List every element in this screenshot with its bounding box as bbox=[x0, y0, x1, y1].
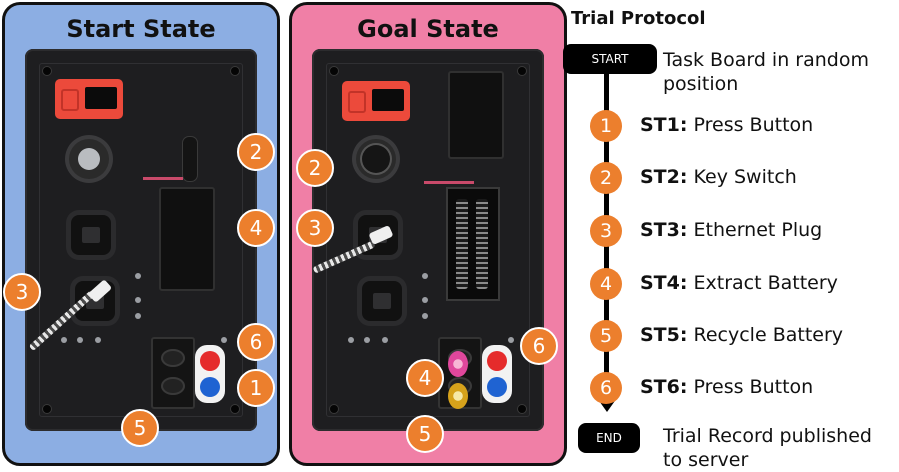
key-switch bbox=[69, 139, 109, 179]
marker-6: 6 bbox=[237, 323, 275, 361]
step-6-text: ST6: Press Button bbox=[640, 376, 814, 398]
blue-button bbox=[200, 377, 220, 397]
marker-4: 4 bbox=[237, 209, 275, 247]
step-2-text: ST2: Key Switch bbox=[640, 166, 797, 188]
end-pill: END bbox=[578, 423, 640, 453]
marker-1: 1 bbox=[237, 369, 275, 407]
step-2-number: 2 bbox=[590, 162, 622, 194]
step-5-number: 5 bbox=[590, 320, 622, 352]
display-module bbox=[342, 81, 410, 121]
marker-6: 6 bbox=[520, 327, 558, 365]
start-state-title: Start State bbox=[66, 15, 216, 43]
start-description: Task Board in random position bbox=[663, 49, 869, 95]
battery-holder-closed bbox=[159, 187, 215, 291]
button-module bbox=[195, 345, 225, 403]
display-module bbox=[55, 79, 123, 119]
marker-4: 4 bbox=[406, 359, 444, 397]
key-switch-turned bbox=[356, 139, 396, 179]
marker-5: 5 bbox=[121, 409, 159, 447]
battery-tray bbox=[151, 337, 195, 409]
start-task-board bbox=[25, 49, 257, 431]
start-state-panel: Start State 2 4 3 6 1 5 bbox=[2, 2, 280, 466]
goal-state-title: Goal State bbox=[357, 15, 499, 43]
blue-button bbox=[487, 377, 507, 397]
ethernet-socket bbox=[71, 215, 111, 255]
button-module bbox=[482, 345, 512, 403]
protocol-title: Trial Protocol bbox=[571, 8, 706, 29]
marker-3: 3 bbox=[3, 273, 41, 311]
end-description: Trial Record published to server bbox=[663, 425, 872, 471]
step-3-number: 3 bbox=[590, 215, 622, 247]
marker-2: 2 bbox=[296, 149, 334, 187]
ethernet-socket-lower bbox=[362, 281, 402, 321]
battery-gold bbox=[448, 383, 468, 409]
step-1-text: ST1: Press Button bbox=[640, 114, 814, 136]
marker-3: 3 bbox=[296, 209, 334, 247]
step-3-text: ST3: Ethernet Plug bbox=[640, 219, 823, 241]
start-pill: START bbox=[563, 44, 657, 74]
key-lever bbox=[183, 137, 197, 181]
step-6-number: 6 bbox=[590, 372, 622, 404]
red-button bbox=[487, 351, 507, 371]
battery-cover bbox=[448, 71, 504, 159]
marker-5: 5 bbox=[406, 415, 444, 453]
battery-holder-open bbox=[446, 187, 500, 301]
marker-2: 2 bbox=[237, 133, 275, 171]
battery-pink bbox=[448, 351, 468, 377]
step-5-text: ST5: Recycle Battery bbox=[640, 324, 844, 346]
step-1-number: 1 bbox=[590, 110, 622, 142]
step-4-number: 4 bbox=[590, 268, 622, 300]
red-button bbox=[200, 351, 220, 371]
goal-state-panel: Goal State 2 3 6 4 5 bbox=[289, 2, 567, 466]
step-4-text: ST4: Extract Battery bbox=[640, 272, 838, 294]
